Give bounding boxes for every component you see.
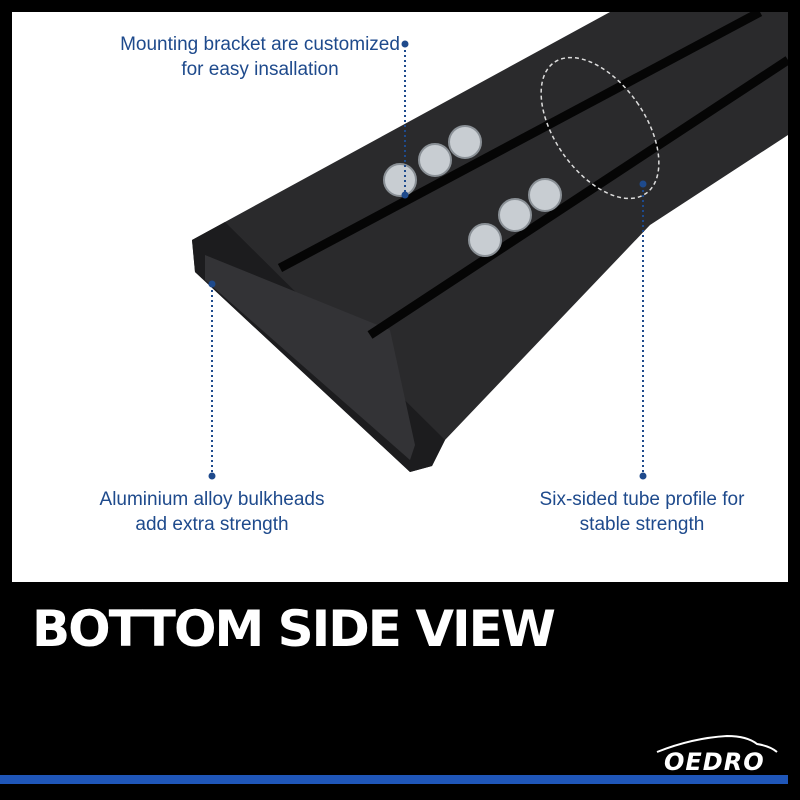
callout-text: Mounting bracket are customized bbox=[120, 34, 400, 55]
profile-highlight bbox=[540, 56, 660, 200]
product-image-panel: Mounting bracket are customized for easy… bbox=[12, 12, 788, 582]
accent-stripe bbox=[0, 775, 788, 784]
callout-text: add extra strength bbox=[135, 514, 289, 535]
bolts bbox=[383, 125, 562, 257]
callout-text: stable strength bbox=[579, 514, 705, 535]
running-board-illustration bbox=[192, 12, 788, 480]
callout-bulkheads: Aluminium alloy bulkheads add extra stre… bbox=[52, 487, 372, 537]
banner-title: BOTTOM SIDE VIEW bbox=[32, 600, 556, 658]
slot bbox=[277, 12, 763, 272]
callout-mounting-bracket: Mounting bracket are customized for easy… bbox=[60, 32, 460, 82]
callout-text: for easy insallation bbox=[181, 59, 339, 80]
slot bbox=[367, 56, 788, 339]
callout-text: Six-sided tube profile for bbox=[539, 489, 745, 510]
callout-tube-profile: Six-sided tube profile for stable streng… bbox=[492, 487, 788, 537]
car-silhouette-icon bbox=[656, 734, 778, 753]
callout-text: Aluminium alloy bulkheads bbox=[99, 489, 325, 510]
brand-logo: OEDRO bbox=[664, 748, 765, 776]
